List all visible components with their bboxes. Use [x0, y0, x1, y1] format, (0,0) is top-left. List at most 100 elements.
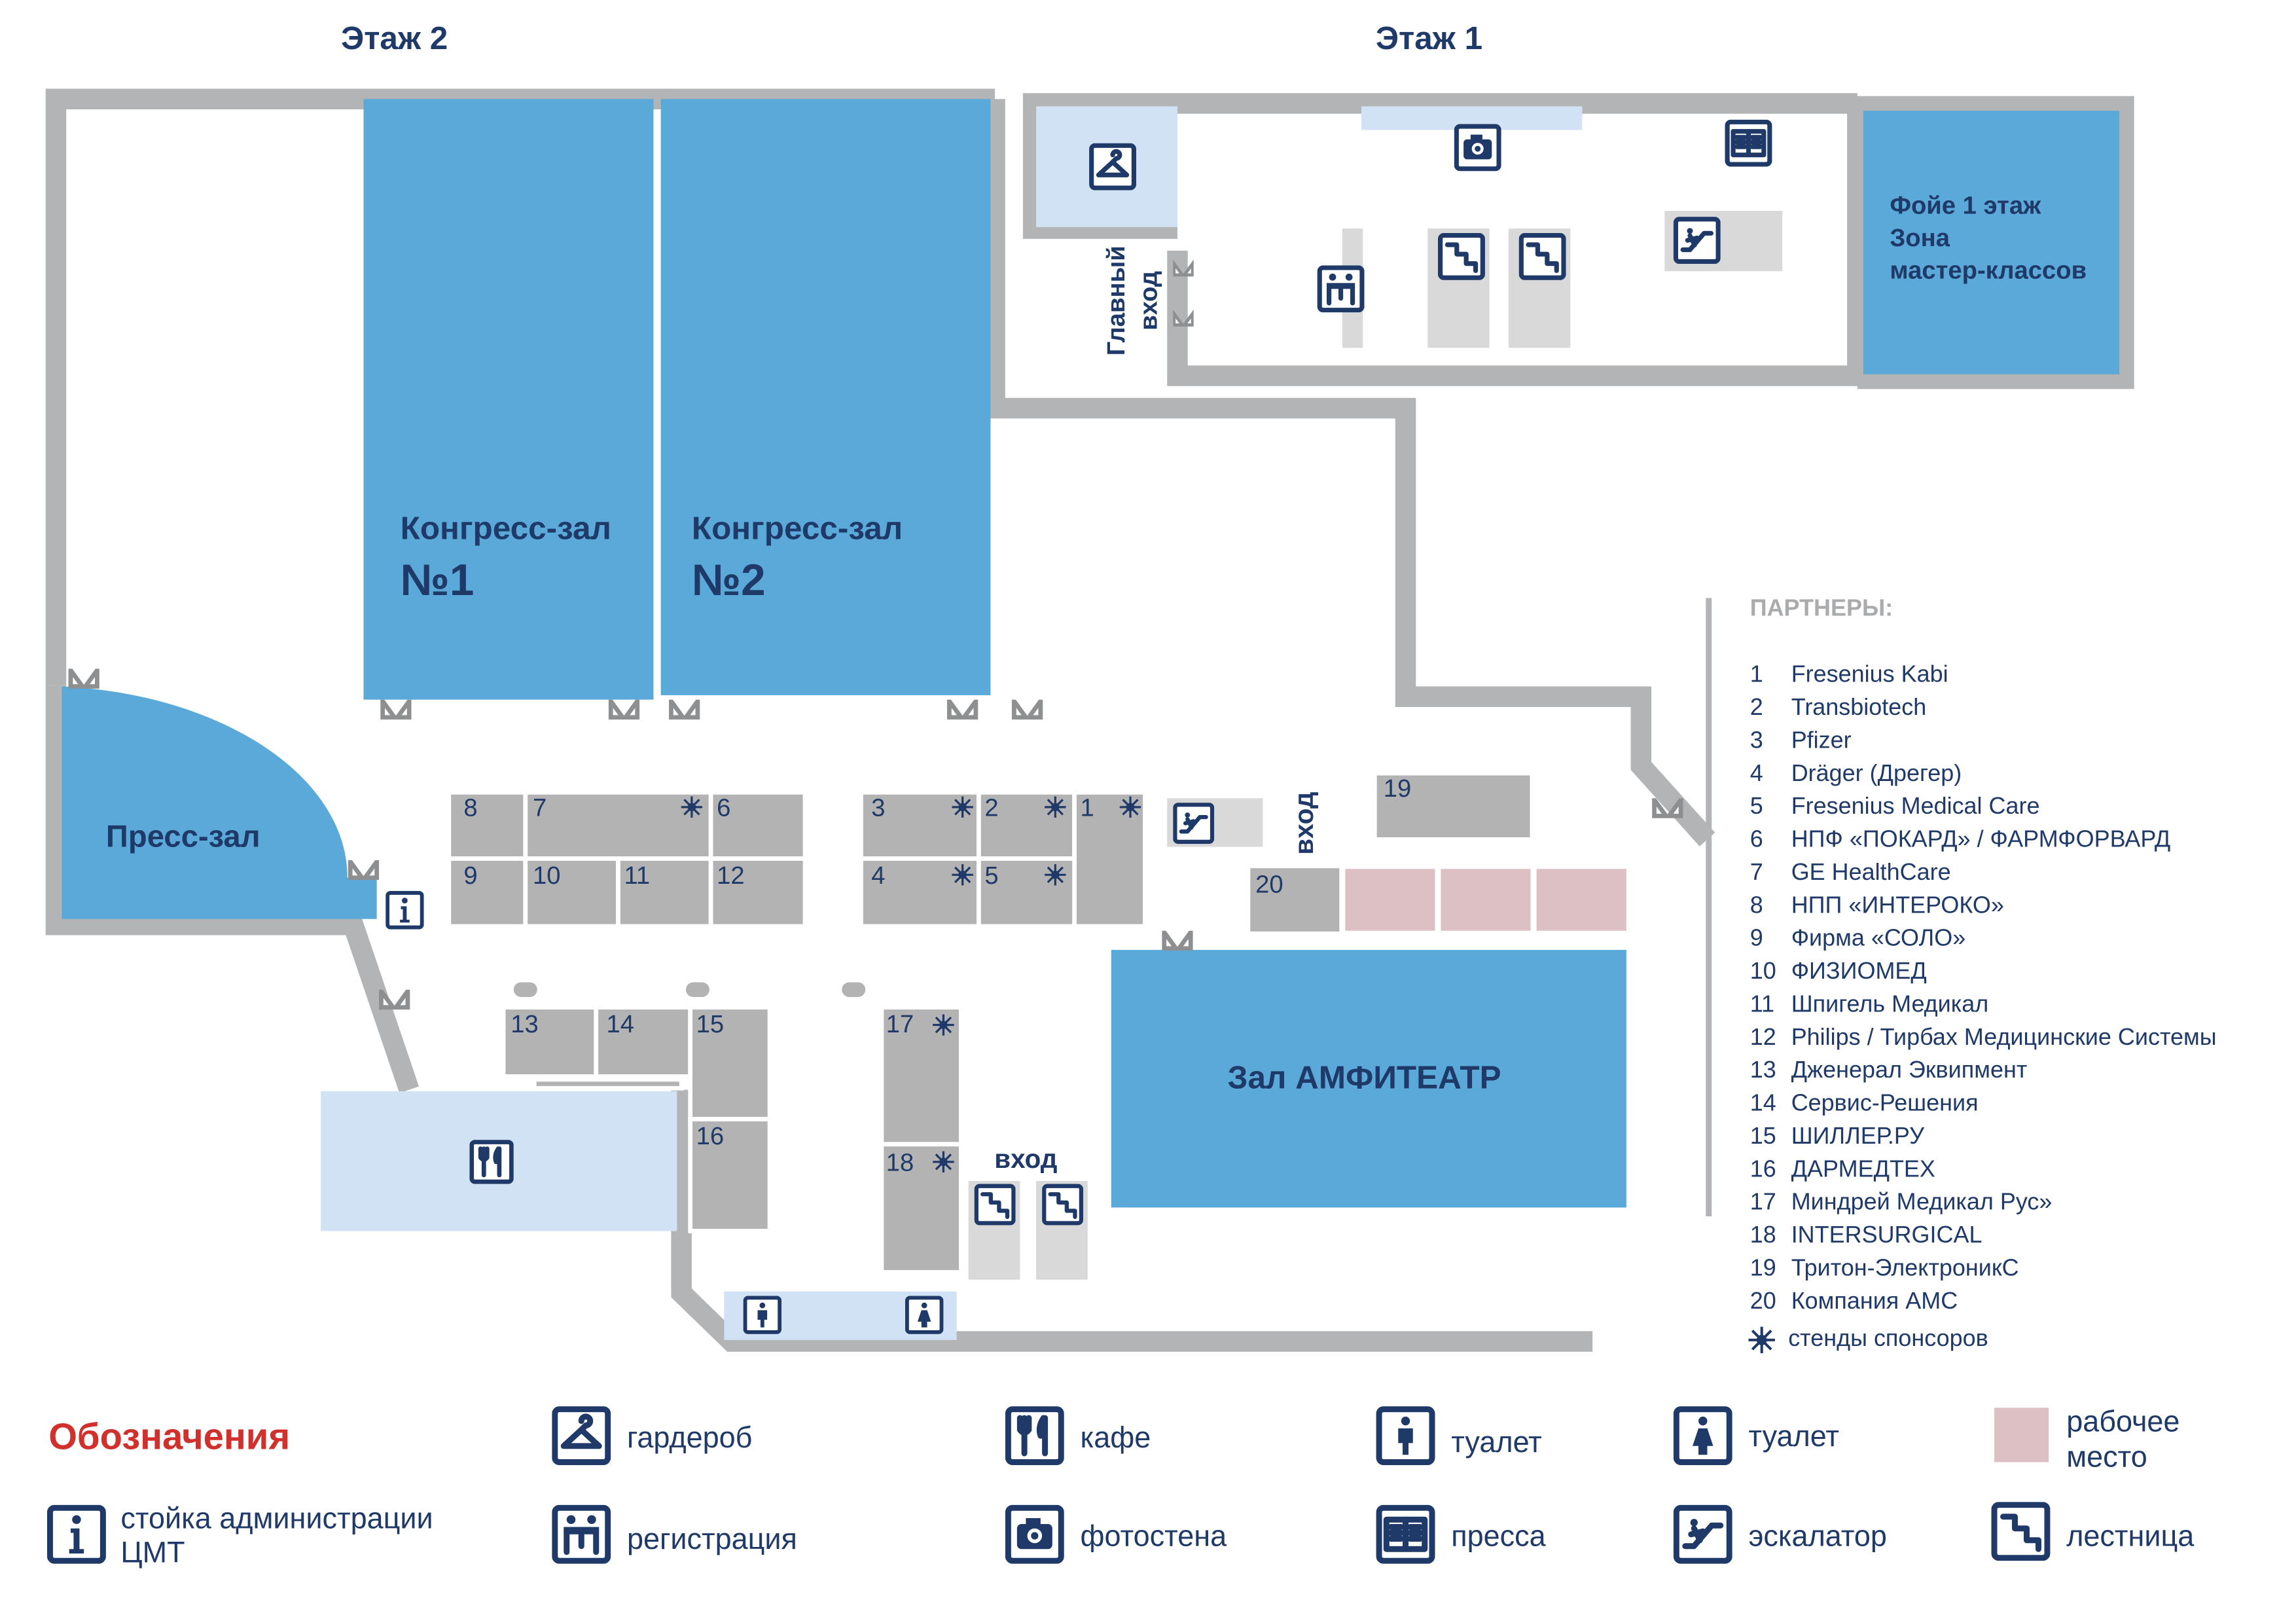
- foyer-label: Зона: [1890, 224, 1950, 252]
- door-icon[interactable]: [611, 701, 637, 717]
- booth-number-16: 16: [696, 1122, 725, 1150]
- photowall-icon[interactable]: [1456, 126, 1499, 169]
- booth[interactable]: [501, 1005, 599, 1079]
- workplace[interactable]: [1435, 863, 1537, 937]
- partner-name: Тритон-ЭлектроникС: [1791, 1254, 2019, 1280]
- partner-number: 16: [1750, 1155, 1776, 1182]
- booth[interactable]: [688, 1117, 772, 1233]
- booth-number-17: 17: [886, 1010, 914, 1038]
- amphitheatre-hall[interactable]: [1111, 949, 1626, 1208]
- booth[interactable]: [1246, 863, 1345, 936]
- booth[interactable]: [523, 790, 713, 861]
- legend-admin: стойка администрации: [120, 1502, 433, 1535]
- floor-2-title: Этаж 2: [341, 20, 448, 56]
- partner-number: 11: [1750, 990, 1774, 1017]
- booth[interactable]: [688, 1005, 772, 1121]
- legend-workplace: рабочее: [2066, 1404, 2179, 1438]
- partner-name: Fresenius Kabi: [1791, 661, 1948, 687]
- registration-icon[interactable]: [1319, 268, 1362, 310]
- congress-hall-2[interactable]: [660, 99, 991, 695]
- stairs-icon[interactable]: [1044, 1186, 1081, 1224]
- booth[interactable]: [708, 856, 808, 929]
- cafe-icon[interactable]: [472, 1142, 512, 1182]
- sponsor-star-icon: [950, 863, 975, 887]
- escalator-icon[interactable]: [1676, 219, 1718, 262]
- door-icon[interactable]: [381, 991, 407, 1008]
- legend-press: пресса: [1451, 1519, 1546, 1553]
- sponsor-star-icon: [1119, 795, 1142, 819]
- booth[interactable]: [446, 856, 528, 929]
- entrance-label: вход: [1289, 791, 1319, 854]
- congress-hall-1-label: Конгресс-зал: [401, 511, 611, 547]
- door-icon[interactable]: [350, 862, 376, 878]
- booth-number-15: 15: [696, 1010, 725, 1038]
- pillar: [513, 982, 537, 997]
- booth-number-10: 10: [533, 862, 561, 890]
- workplace[interactable]: [1339, 863, 1441, 937]
- congress-hall-1[interactable]: [363, 99, 654, 700]
- booth[interactable]: [1372, 771, 1535, 842]
- cafe-icon: [1008, 1409, 1061, 1462]
- door-icon[interactable]: [949, 701, 975, 717]
- booth-number-13: 13: [511, 1010, 539, 1038]
- stairs-icon[interactable]: [1441, 235, 1483, 278]
- partner-name: НПФ «ПОКАРД» / ФАРМФОРВАРД: [1791, 826, 2171, 852]
- legend-title: Обозначения: [48, 1415, 290, 1457]
- photowall-icon: [1008, 1508, 1061, 1561]
- press-icon[interactable]: [1727, 122, 1770, 164]
- door-icon[interactable]: [1164, 932, 1191, 949]
- door-icon[interactable]: [1014, 701, 1040, 717]
- foyer-master-classes[interactable]: [1863, 111, 2120, 374]
- press-icon: [1379, 1508, 1432, 1561]
- door-icon[interactable]: [383, 701, 409, 717]
- info-icon[interactable]: [387, 893, 422, 928]
- booth-number-9: 9: [463, 862, 477, 890]
- booth[interactable]: [594, 1005, 693, 1079]
- escalator-icon[interactable]: [1175, 805, 1212, 842]
- booth-number-14: 14: [606, 1010, 634, 1038]
- partner-name: ШИЛЛЕР.РУ: [1791, 1122, 1925, 1149]
- partner-name: Компания АМС: [1791, 1287, 1958, 1314]
- stairs-icon: [1994, 1505, 2047, 1558]
- booth[interactable]: [708, 790, 808, 861]
- congress-hall-2-number: №2: [692, 556, 766, 605]
- booth-number-1: 1: [1081, 793, 1094, 822]
- partner-number: 14: [1750, 1089, 1776, 1116]
- booth-number-6: 6: [717, 793, 730, 822]
- door-icon[interactable]: [71, 670, 97, 687]
- toilet-female-icon[interactable]: [907, 1298, 942, 1332]
- partner-number: 2: [1750, 693, 1763, 720]
- toilet-male-icon: [1379, 1409, 1432, 1462]
- partner-number: 18: [1750, 1221, 1776, 1248]
- partner-name: Philips / Тирбах Медицинские Системы: [1791, 1023, 2217, 1050]
- congress-hall-1-number: №1: [401, 556, 475, 605]
- booth[interactable]: [446, 790, 528, 861]
- booth-number-11: 11: [624, 862, 650, 890]
- partner-number: 7: [1750, 858, 1763, 885]
- booth[interactable]: [616, 856, 713, 929]
- congress-hall-2-label: Конгресс-зал: [692, 511, 903, 547]
- door-icon[interactable]: [671, 701, 697, 717]
- partner-name: Шпигель Медикал: [1791, 990, 1989, 1017]
- foyer-label: мастер-классов: [1890, 257, 2087, 285]
- press-hall[interactable]: [62, 686, 377, 919]
- booth-number-12: 12: [717, 862, 745, 890]
- escalator-icon: [1676, 1508, 1729, 1561]
- partner-name: Pfizer: [1791, 726, 1852, 753]
- booth-number-7: 7: [533, 793, 547, 822]
- booth[interactable]: [977, 856, 1077, 929]
- main-entrance-label: Главный: [1102, 245, 1130, 355]
- toilet-male-icon[interactable]: [745, 1298, 780, 1332]
- legend-toilet-male: туалет: [1451, 1425, 1541, 1459]
- partners-title: ПАРТНЕРЫ:: [1750, 594, 1893, 621]
- stairs-icon[interactable]: [1521, 235, 1564, 278]
- booth-number-4: 4: [871, 862, 885, 890]
- stairs-icon[interactable]: [977, 1186, 1014, 1224]
- sponsor-note: стенды спонсоров: [1788, 1324, 1988, 1351]
- amphitheatre-label: Зал АМФИТЕАТР: [1228, 1059, 1501, 1095]
- partner-number: 17: [1750, 1188, 1776, 1215]
- cloakroom-icon[interactable]: [1092, 145, 1134, 188]
- partner-number: 3: [1750, 726, 1763, 753]
- workplace[interactable]: [1530, 863, 1632, 937]
